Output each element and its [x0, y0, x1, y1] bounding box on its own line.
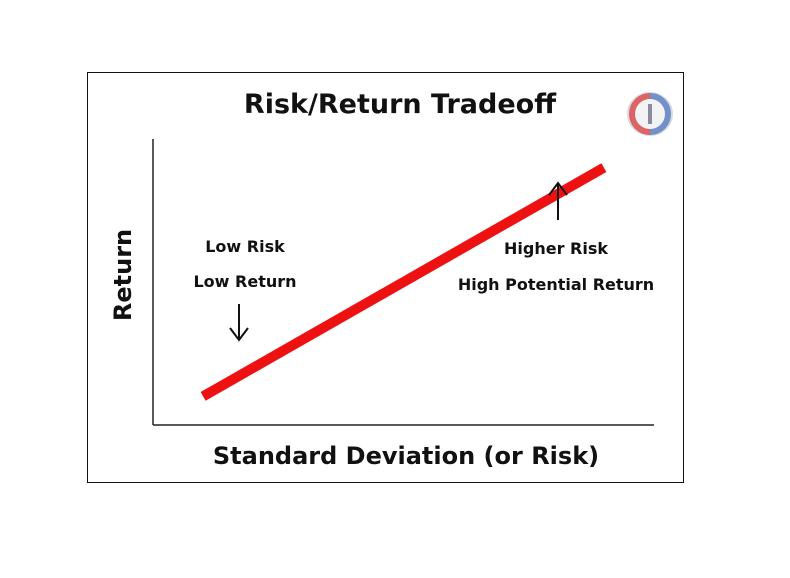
arrow-up-icon — [548, 181, 568, 220]
annotation-high-line-1: Higher Risk — [504, 239, 608, 258]
series-layer — [200, 163, 607, 401]
annotation-high-line-2: High Potential Return — [458, 275, 654, 294]
chart-frame — [87, 72, 684, 483]
arrow-down-icon — [229, 304, 249, 342]
series-line-segment — [200, 163, 607, 401]
seal-logo-icon — [627, 92, 673, 136]
chart-title: Risk/Return Tradeoff — [244, 89, 557, 120]
y-axis-label: Return — [109, 229, 137, 321]
annotation-low-line-1: Low Risk — [205, 237, 285, 256]
annotation-low-line-2: Low Return — [193, 272, 296, 291]
x-axis-label: Standard Deviation (or Risk) — [213, 442, 599, 470]
